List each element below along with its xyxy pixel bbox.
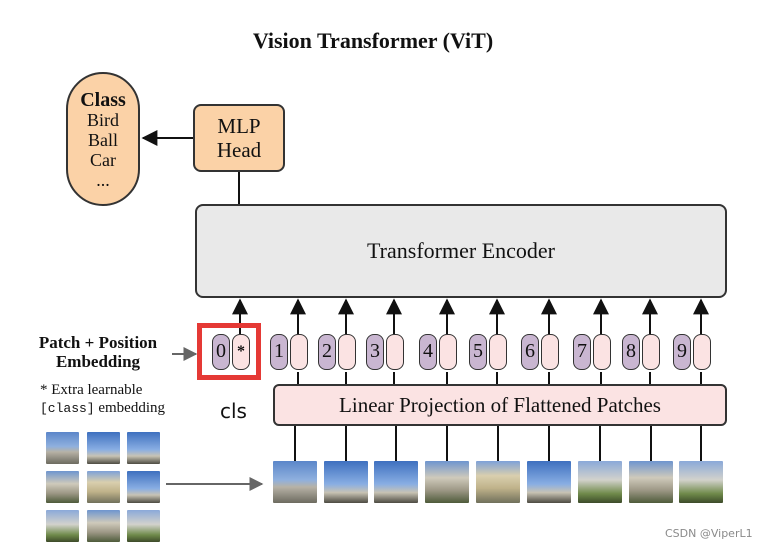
transformer-encoder-label: Transformer Encoder <box>367 238 555 263</box>
token-embedding-9 <box>693 334 711 370</box>
diagram-title: Vision Transformer (ViT) <box>252 28 494 53</box>
class-item-bird: Bird <box>86 110 119 130</box>
class-heading: Class <box>80 89 126 111</box>
token-position-7: 7 <box>573 334 591 370</box>
token-position-5: 5 <box>469 334 487 370</box>
token-8: 8 <box>622 334 662 372</box>
patch-position-embedding-label: Patch + Position Embedding <box>28 333 168 371</box>
patch-image-1 <box>273 461 317 503</box>
source-patch-7 <box>46 510 79 542</box>
source-patch-1 <box>46 432 79 464</box>
source-patch-4 <box>46 471 79 503</box>
token-embedding-1 <box>290 334 308 370</box>
patch-to-projection-lines <box>294 426 702 461</box>
patch-image-4 <box>425 461 469 503</box>
source-patch-6 <box>127 471 160 503</box>
token-position-6: 6 <box>521 334 539 370</box>
linear-projection-label: Linear Projection of Flattened Patches <box>339 392 661 417</box>
token-embedding-4 <box>439 334 457 370</box>
patch-image-2 <box>324 461 368 503</box>
cls-highlight-box <box>197 323 261 380</box>
token-2: 2 <box>318 334 358 372</box>
token-embedding-6 <box>541 334 559 370</box>
patch-image-8 <box>629 461 673 503</box>
linear-projection-box: Linear Projection of Flattened Patches <box>273 384 727 426</box>
transformer-encoder-box: Transformer Encoder <box>195 204 727 298</box>
patch-image-6 <box>527 461 571 503</box>
class-item-ellipsis: ... <box>96 170 110 190</box>
extra-note-line1: * Extra learnable <box>40 382 143 398</box>
extra-note-rest: embedding <box>94 400 166 416</box>
token-3: 3 <box>366 334 406 372</box>
token-1: 1 <box>270 334 310 372</box>
source-patch-8 <box>87 510 120 542</box>
token-9: 9 <box>673 334 713 372</box>
patch-image-3 <box>374 461 418 503</box>
token-embedding-3 <box>386 334 404 370</box>
projection-to-token-lines <box>297 372 702 384</box>
token-embedding-0: * <box>232 334 250 370</box>
pe-label-line2: Embedding <box>55 352 141 371</box>
token-4: 4 <box>419 334 459 372</box>
cls-annotation: cls <box>220 399 247 423</box>
token-embedding-5 <box>489 334 507 370</box>
watermark: CSDN @ViperL1 <box>665 527 753 540</box>
class-item-ball: Ball <box>88 130 118 150</box>
token-position-9: 9 <box>673 334 691 370</box>
source-patch-5 <box>87 471 120 503</box>
token-7: 7 <box>573 334 613 372</box>
token-position-0: 0 <box>212 334 230 370</box>
token-position-4: 4 <box>419 334 437 370</box>
token-6: 6 <box>521 334 561 372</box>
token-5: 5 <box>469 334 509 372</box>
source-patch-3 <box>127 432 160 464</box>
token-embedding-7 <box>593 334 611 370</box>
token-embedding-2 <box>338 334 356 370</box>
mlp-head-line2: Head <box>216 138 262 162</box>
token-position-8: 8 <box>622 334 640 370</box>
token-position-2: 2 <box>318 334 336 370</box>
extra-note-code: [class] <box>40 401 95 416</box>
extra-learnable-note: * Extra learnable [class] embedding <box>40 381 165 418</box>
source-patch-2 <box>87 432 120 464</box>
patch-image-7 <box>578 461 622 503</box>
class-output-box: Class Bird Ball Car ... <box>66 72 140 206</box>
mlp-head-box: MLP Head <box>193 104 285 172</box>
token-embedding-8 <box>642 334 660 370</box>
class-item-car: Car <box>90 150 116 170</box>
token-0: 0* <box>212 334 252 372</box>
token-position-3: 3 <box>366 334 384 370</box>
patch-image-5 <box>476 461 520 503</box>
token-to-encoder-arrows <box>232 298 709 334</box>
pe-label-line1: Patch + Position <box>38 333 158 352</box>
token-position-1: 1 <box>270 334 288 370</box>
mlp-head-line1: MLP <box>217 114 261 138</box>
source-patch-9 <box>127 510 160 542</box>
patch-image-9 <box>679 461 723 503</box>
